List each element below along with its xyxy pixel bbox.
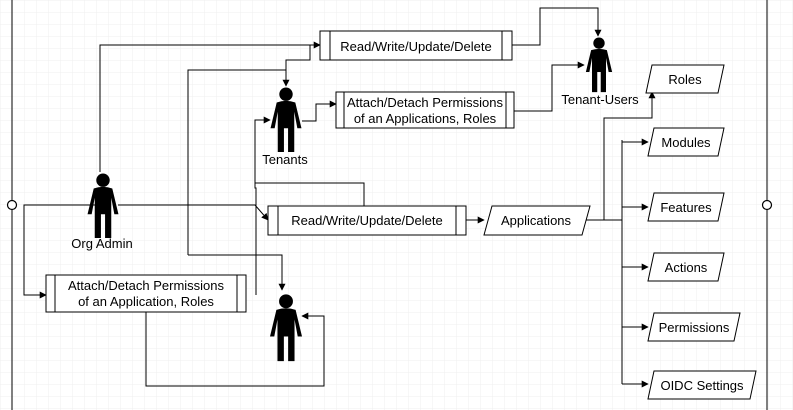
data-applications[interactable]: Applications	[483, 205, 591, 236]
connector-tenants-to-attach	[302, 100, 337, 122]
actor-tenants[interactable]: Tenants	[262, 87, 308, 167]
data-modules[interactable]: Modules	[647, 127, 725, 157]
data-permissions-label: Permissions	[659, 320, 730, 335]
actor-tenant-users-label: Tenant-Users	[561, 92, 639, 107]
connector-trunk-to-roles	[603, 91, 656, 220]
data-oidc-settings-label: OIDC Settings	[660, 378, 744, 393]
connector-admin-attach-to-tenants	[254, 116, 271, 295]
right-connection-handle[interactable]	[761, 199, 773, 211]
data-actions[interactable]: Actions	[647, 252, 725, 282]
data-actions-label: Actions	[665, 260, 708, 275]
actor-tenant-users[interactable]: Tenant-Users	[561, 37, 639, 107]
process-tenant-crud[interactable]: Read/Write/Update/Delete	[319, 30, 513, 61]
process-tenant-attach-line1: Attach/Detach Permissions	[347, 95, 504, 110]
data-oidc-settings[interactable]: OIDC Settings	[647, 370, 757, 400]
process-admin-attach-line1: Attach/Detach Permissions	[68, 278, 225, 293]
data-roles-label: Roles	[668, 72, 702, 87]
data-features-label: Features	[660, 200, 712, 215]
connector-tenants-to-admin-crud	[255, 182, 365, 206]
data-roles[interactable]: Roles	[645, 64, 725, 94]
connector-attach-to-users	[514, 61, 585, 112]
connector-loop-top	[187, 69, 286, 255]
data-applications-label: Applications	[501, 213, 572, 228]
connector-loop-bottom	[188, 254, 286, 291]
process-tenant-crud-label: Read/Write/Update/Delete	[340, 39, 492, 54]
data-features[interactable]: Features	[647, 192, 725, 222]
connector-tenant-crud-to-users	[512, 7, 602, 46]
process-tenant-attach-line2: of an Applications, Roles	[354, 111, 497, 126]
connector-admin-to-attach	[23, 204, 100, 299]
connector-admin-to-tenant-crud	[99, 41, 321, 172]
process-admin-attach[interactable]: Attach/Detach Permissions of an Applicat…	[45, 274, 247, 313]
left-connection-handle[interactable]	[6, 199, 18, 211]
process-admin-crud-label: Read/Write/Update/Delete	[291, 213, 443, 228]
connector-attach-to-user	[145, 312, 325, 387]
data-modules-label: Modules	[661, 135, 711, 150]
process-admin-attach-line2: of an Application, Roles	[78, 294, 214, 309]
process-admin-crud[interactable]: Read/Write/Update/Delete	[267, 205, 467, 236]
process-tenant-attach[interactable]: Attach/Detach Permissions of an Applicat…	[335, 91, 515, 129]
connector-admin-to-crud	[118, 204, 269, 221]
actor-org-admin-label: Org Admin	[71, 236, 132, 251]
actor-tenants-label: Tenants	[262, 152, 308, 167]
data-permissions[interactable]: Permissions	[647, 312, 741, 342]
connector-tenant-crud-to-tenants	[282, 44, 320, 87]
actor-org-admin[interactable]: Org Admin	[71, 173, 133, 251]
connectors	[23, 7, 656, 388]
